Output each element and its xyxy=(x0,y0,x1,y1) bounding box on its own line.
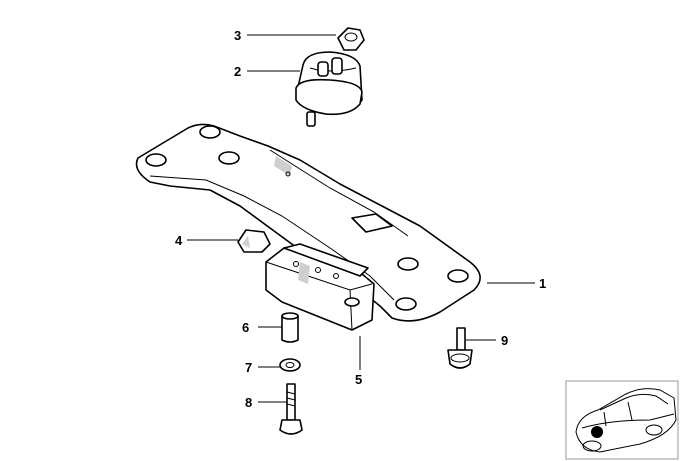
callout-3: 3 xyxy=(234,28,241,43)
part-1-crossmember[interactable] xyxy=(135,123,481,322)
part-4-bushing[interactable] xyxy=(237,229,271,253)
callout-4: 4 xyxy=(175,233,183,248)
part-3-nut[interactable] xyxy=(337,27,365,51)
callout-6: 6 xyxy=(242,320,249,335)
callout-labels: 3 2 4 1 6 5 7 8 9 xyxy=(175,28,546,410)
part-5-bracket[interactable] xyxy=(265,243,375,331)
callout-2: 2 xyxy=(234,64,241,79)
part-7-washer[interactable] xyxy=(279,358,301,372)
callout-9: 9 xyxy=(501,333,508,348)
callout-5: 5 xyxy=(355,372,362,387)
callout-1: 1 xyxy=(539,276,546,291)
callout-7: 7 xyxy=(245,360,252,375)
leader-lines xyxy=(187,34,535,403)
location-marker-icon xyxy=(591,426,603,438)
part-6-sleeve[interactable] xyxy=(281,312,299,343)
car-outline-icon xyxy=(575,388,677,453)
part-9-bolt[interactable] xyxy=(447,327,473,369)
part-8-bolt[interactable] xyxy=(279,383,303,435)
callout-8: 8 xyxy=(245,395,252,410)
part-2-engine-mount[interactable] xyxy=(295,51,363,127)
vehicle-location-thumbnail[interactable] xyxy=(565,380,679,460)
